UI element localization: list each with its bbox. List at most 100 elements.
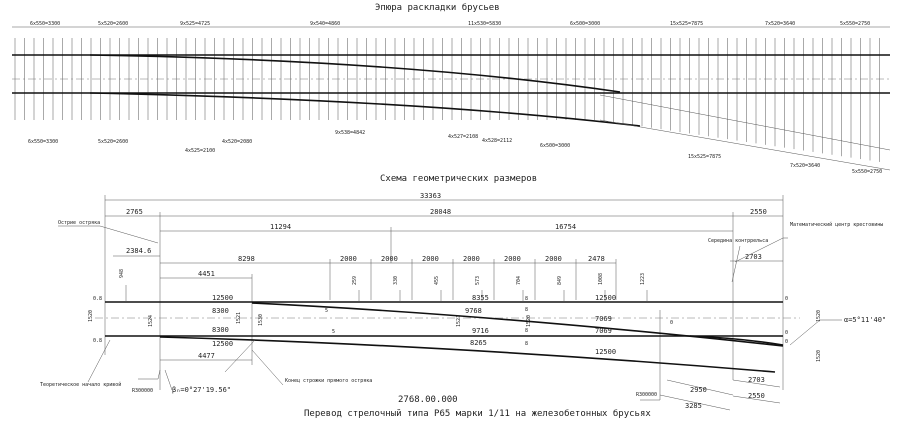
label-radius-1: R300000	[132, 388, 153, 394]
joint-mark: 0.8	[93, 296, 102, 302]
curve-rail-inner	[251, 302, 784, 347]
tie-dim-bottom: 4x527=2108	[448, 134, 478, 140]
dim-switch-center: 28048	[430, 208, 451, 216]
joint-mark: 0	[785, 296, 788, 302]
tie-dim-top: 11x530=5830	[468, 21, 501, 27]
dim-total: 33363	[420, 192, 441, 200]
tie-dim-top: 9x525=4725	[180, 21, 210, 27]
ordinate-label: 330	[393, 276, 399, 285]
label-closure-mid: Середина контррельса	[708, 238, 768, 244]
rail-len: 8355	[472, 294, 489, 302]
rail-len: 9716	[472, 327, 489, 335]
gauge-label: 1520	[816, 350, 822, 362]
tie-dim-bottom: 4x528=2112	[482, 138, 512, 144]
drawing-title: Перевод стрелочный типа Р65 марки 1/11 н…	[304, 408, 651, 419]
gauge-label: 1520	[816, 310, 822, 322]
dim-front: 2765	[126, 208, 143, 216]
tie-dim-top: 6x550=3300	[30, 21, 60, 27]
dim-4477: 4477	[198, 352, 215, 360]
tie-branch-lines	[599, 94, 891, 171]
joint-mark: 8	[525, 328, 528, 334]
gauge-label: 1521	[456, 315, 462, 327]
dim-11294: 11294	[270, 223, 291, 231]
tie-dim-top: 15x525=7875	[670, 21, 703, 27]
tie-dim-bottom: 4x525=2100	[185, 148, 215, 154]
gauge-label: 1520	[526, 315, 532, 327]
section2-title: Схема геометрических размеров	[380, 174, 537, 184]
ordinate-label: 259	[352, 276, 358, 285]
tie-dim-bottom: 5x520=2600	[98, 139, 128, 145]
rail-len: 12500	[212, 340, 233, 348]
tie-dim-top: 9x540=4860	[310, 21, 340, 27]
tie-dim-top: 5x550=2750	[840, 21, 870, 27]
ordinate-label: 849	[557, 276, 563, 285]
label-switch-point: Острие остряка	[58, 220, 100, 226]
leader-lines	[58, 225, 842, 401]
joint-mark: 0	[785, 339, 788, 345]
ordinate-label: 573	[475, 276, 481, 285]
rail-len: 9768	[465, 307, 482, 315]
dimension-lines	[104, 195, 784, 411]
gauge-label: 1524	[148, 315, 154, 327]
dim-2550b: 2550	[748, 392, 765, 400]
dim-2703: 2703	[745, 253, 762, 261]
ordinate-label: 704	[516, 276, 522, 285]
dim-2478: 2478	[588, 255, 605, 263]
dim-4451: 4451	[198, 270, 215, 278]
ordinate-label: 1008	[598, 273, 604, 285]
tie-dim-top: 7x520=3640	[765, 21, 795, 27]
rail-len: 8300	[212, 307, 229, 315]
dim-2000: 2000	[381, 255, 398, 263]
gauge-label: 1520	[88, 310, 94, 322]
joint-mark: 8	[525, 296, 528, 302]
dim-3285: 3285	[685, 402, 702, 410]
frog-wing	[689, 335, 784, 346]
dim-2000: 2000	[463, 255, 480, 263]
rail-len: 7069	[595, 327, 612, 335]
joint-mark: 8	[525, 307, 528, 313]
ordinate-label: 455	[434, 276, 440, 285]
rail-len: 8265	[470, 339, 487, 347]
joint-mark: 5	[325, 308, 328, 314]
curve-rail-outer	[159, 336, 776, 373]
label-alpha-angle: α=5°11'40"	[844, 316, 886, 324]
dim-2000: 2000	[340, 255, 357, 263]
tie-curve-rail-1	[89, 54, 621, 93]
dim-2000: 2000	[504, 255, 521, 263]
tie-dim-bottom: 6x500=3000	[540, 143, 570, 149]
dim-2950: 2950	[690, 386, 707, 394]
joint-mark: 8	[525, 341, 528, 347]
label-theoretical-start: Теоретическое начало кривой	[40, 382, 121, 388]
dim-2384: 2384.6	[126, 247, 151, 255]
tie-dim-bottom: 5x550=2750	[852, 169, 882, 175]
gauge-label: 1521	[236, 312, 242, 324]
dim-16754: 16754	[555, 223, 576, 231]
rail-len: 7069	[595, 315, 612, 323]
tie-dim-bottom: 4x520=2080	[222, 139, 252, 145]
label-math-center: Математический центр крестовины	[790, 222, 883, 228]
joint-mark: 5	[332, 329, 335, 335]
label-planing-end: Конец строжки прямого остряка	[285, 378, 372, 384]
rail-len: 12500	[595, 348, 616, 356]
tie-dim-bottom: 9x538=4842	[335, 130, 365, 136]
rail-len: 12500	[595, 294, 616, 302]
drawing-number: 2768.00.000	[398, 395, 458, 405]
tie-curve-rail-2	[89, 92, 641, 127]
dim-2703b: 2703	[748, 376, 765, 384]
section1-title: Эпюра раскладки брусьев	[375, 2, 500, 13]
ordinate-label: 1223	[640, 273, 646, 285]
joint-mark: 0	[785, 330, 788, 336]
tie-dim-top: 6x500=3000	[570, 21, 600, 27]
tie-dim-top: 5x520=2600	[98, 21, 128, 27]
dim-2000: 2000	[545, 255, 562, 263]
label-beta-angle: βₙ=0°27'19.56"	[172, 386, 231, 394]
joint-mark: 0.8	[93, 338, 102, 344]
rail-len: 8300	[212, 326, 229, 334]
dim-8298: 8298	[238, 255, 255, 263]
dim-2000: 2000	[422, 255, 439, 263]
tie-dim-bottom: 7x520=3640	[790, 163, 820, 169]
tie-dim-bottom: 6x550=3300	[28, 139, 58, 145]
gauge-label: 1530	[258, 314, 264, 326]
